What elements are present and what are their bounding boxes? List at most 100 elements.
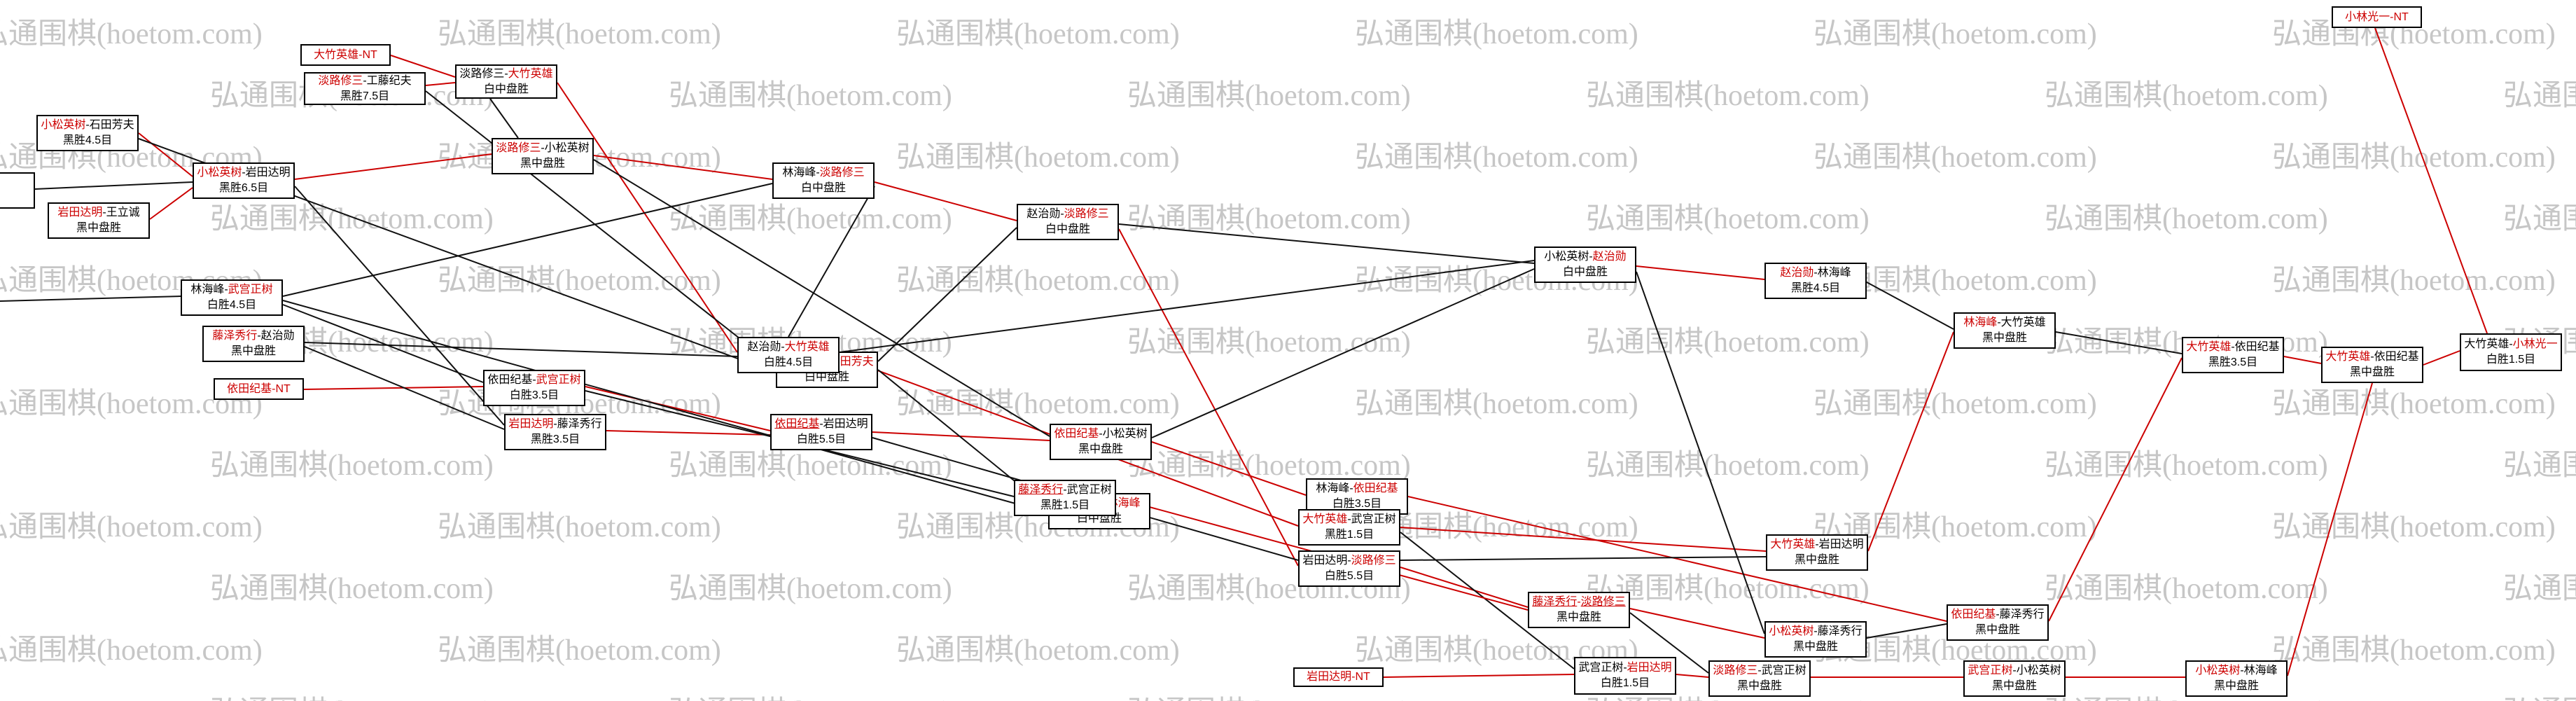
watermark-text: 弘通围棋(hoetom.com) [1586,450,1870,482]
watermark-text: 弘通围棋(hoetom.com) [896,141,1180,174]
match-node-n21[interactable]: 大竹英雄-依田纪基黑胜3.5目 [2182,337,2284,373]
vs-dash: - [2231,341,2235,354]
connector-line [294,186,505,426]
match-node-n3[interactable]: 小松英树-石田芳夫黑胜4.5目 [36,115,139,151]
watermark-text: 弘通围棋(hoetom.com) [669,450,952,482]
winner-path-line [1867,331,1954,552]
match-node-n13[interactable]: 林海峰-大竹英雄黑中盘胜 [1954,312,2056,349]
connector-line [788,186,875,338]
watermark-text: 弘通围棋(hoetom.com) [2503,688,2576,701]
player-b-name: 大竹英雄 [2000,317,2046,329]
player-b-name: 大竹英雄 [508,67,553,80]
match-node-n31[interactable]: 淡路修三-武宫正树黑中盘胜 [1708,660,1811,697]
vs-dash: - [242,167,246,179]
player-b-name: 石田芳夫 [828,356,874,368]
player-a-name: 藤泽秀行 [1532,596,1578,609]
match-result: 白胜4.5目 [207,299,257,311]
vs-dash: - [1060,208,1064,221]
match-node-n26[interactable]: 大竹英雄-武宫正树黑胜1.5目 [1298,509,1400,546]
match-node-n10[interactable]: 小松英树-赵治勋白中盘胜 [1534,247,1636,283]
player-b-name: 小松英树 [544,142,590,155]
match-node-n33[interactable]: 武宫正树-小松英树黑中盘胜 [1963,660,2066,697]
watermark-text: 弘通围棋(hoetom.com) [438,265,721,297]
match-result: 黑中盘胜 [1975,624,2020,636]
player-b-name: 岩田达明 [823,418,868,431]
match-result: 白中盘胜 [1562,266,1608,278]
match-result: 黑中盘胜 [1556,611,1601,623]
match-node-n2[interactable]: 淡路修三-工藤纪夫黑胜7.5目 [304,72,426,105]
match-title: 依田纪基-藤泽秀行 [1951,607,2044,623]
match-node-n34[interactable]: 小松英树-林海峰黑中盘胜 [2185,660,2288,697]
match-node-n15[interactable]: 依田纪基-NT [214,378,304,400]
watermark-text: 弘通围棋(hoetom.com) [2503,573,2576,605]
match-node-n32[interactable]: 依田纪基-藤泽秀行黑中盘胜 [1947,604,2049,641]
player-a-name: 小林光一 [2345,11,2390,23]
match-node-n27[interactable]: 岩田达明-淡路修三白胜5.5目 [1298,550,1400,587]
match-node-n23[interactable]: 大竹英雄-小林光一白胜1.5目 [2460,333,2562,371]
match-node-n20[interactable]: 依田纪基-小松英树黑中盘胜 [1050,424,1152,460]
match-node-n18[interactable]: 岩田达明-藤泽秀行黑胜3.5目 [504,414,606,450]
match-node-n5[interactable]: 淡路修三-小松英树黑中盘胜 [492,138,594,174]
match-title: 小松英树-藤泽秀行 [1769,624,1862,639]
player-a-name: 大竹英雄 [2325,351,2371,363]
player-b-name: 大竹英雄 [784,341,830,354]
winner-path-line [1636,265,1765,280]
match-node-n29[interactable]: 藤泽秀行-淡路修三黑中盘胜 [1528,592,1630,628]
match-result: 白中盘胜 [483,83,529,95]
vs-dash: - [1623,662,1627,674]
match-node-n8[interactable]: 林海峰-淡路修三白中盘胜 [772,162,875,199]
player-b-name: 淡路修三 [1580,596,1626,609]
winner-path-line [2374,27,2488,334]
match-node-n25[interactable]: 林海峰-依田纪基白胜3.5目 [1306,478,1408,515]
player-a-name: 赵治勋 [1026,208,1061,221]
watermark-text: 弘通围棋(hoetom.com) [1355,141,1638,174]
watermark-text: 弘通围棋(hoetom.com) [2045,80,2328,112]
match-node-n30[interactable]: 小松英树-藤泽秀行黑中盘胜 [1764,621,1867,658]
match-node-n35[interactable]: 武宫正树-岩田达明白胜1.5目 [1574,657,1676,695]
connector-line [0,296,181,302]
match-node-n1[interactable]: 大竹英雄-NT [300,44,391,66]
match-node-n19[interactable]: 依田纪基-岩田达明白胜5.5目 [770,414,872,450]
watermark-text: 弘通围棋(hoetom.com) [1586,80,1870,112]
match-node-n4[interactable]: 淡路修三-大竹英雄白中盘胜 [455,64,557,99]
vs-dash: - [1099,428,1103,440]
watermark-text: 弘通围棋(hoetom.com) [2045,450,2328,482]
watermark-text: 弘通围棋(hoetom.com) [669,573,952,605]
player-a-name: 赵治勋 [1780,267,1814,279]
winner-path-line [1629,608,1765,639]
watermark-text: 弘通围棋(hoetom.com) [1813,18,2097,50]
match-result: 黑中盘胜 [1982,332,2027,344]
watermark-text: 弘通围棋(hoetom.com) [2272,141,2556,174]
match-node-n14[interactable]: 藤泽秀行-赵治勋黑中盘胜 [202,326,305,362]
match-node-n28[interactable]: 大竹英雄-岩田达明黑中盘胜 [1766,534,1868,571]
match-title: 藤泽秀行-淡路修三 [1532,595,1625,610]
match-node-n11[interactable]: 赵治勋-林海峰黑胜4.5目 [1764,263,1867,299]
vs-dash: - [532,374,536,387]
player-a-name: 小松英树 [197,167,242,179]
player-a-name: 淡路修三 [1713,665,1758,677]
match-node-n17[interactable]: 依田纪基-武宫正树白胜3.5目 [483,370,585,406]
vs-dash: - [1347,513,1351,526]
match-node-n22[interactable]: 大竹英雄-依田纪基黑中盘胜 [2321,347,2423,383]
match-node-b1[interactable]: 藤泽秀行-武宫正树黑胜1.5目 [1014,480,1116,516]
player-a-name: 大竹英雄 [2464,338,2509,351]
connector-line [1151,268,1535,438]
player-b-name: 武宫正树 [536,374,581,387]
match-node-n24[interactable]: 小林光一-NT [2332,6,2422,28]
vs-dash: - [541,142,545,155]
match-node-n16[interactable]: 赵治勋-大竹英雄白胜4.5目 [737,337,840,373]
player-b-name: 依田纪基 [2234,341,2280,354]
player-b-name: 武宫正树 [1351,513,1396,526]
vs-dash: - [819,418,823,431]
match-result: 黑中盘胜 [2349,366,2395,378]
match-node-n36[interactable]: 岩田达明-NT [1293,667,1384,687]
match-node-n6[interactable]: 小松英树-岩田达明黑胜6.5目 [193,162,295,199]
match-node-n7[interactable]: 岩田达明-王立诚黑中盘胜 [48,202,150,239]
match-result: 黑胜6.5目 [218,182,269,194]
watermark-text: 弘通围棋(hoetom.com) [2045,688,2328,701]
player-b-name: 林海峰 [2243,665,2278,677]
match-node-n9[interactable]: 赵治勋-淡路修三白中盘胜 [1017,204,1119,240]
connector-line [593,159,1050,437]
match-node-p1[interactable] [0,172,35,209]
match-node-n12[interactable]: 林海峰-武宫正树白胜4.5目 [181,279,283,316]
